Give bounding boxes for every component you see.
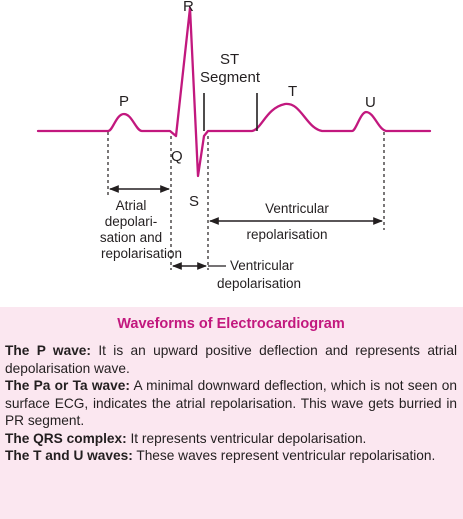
label-s: S [189,193,199,210]
atrial-label-line1: Atrial [116,198,147,213]
p-wave-term: The P wave: [5,343,91,358]
qrs-complex-text: It represents ventricular depolarisation… [126,430,367,446]
label-u: U [365,94,376,111]
atrial-label-line2: depolari- [105,214,158,229]
qrs-complex-term: The QRS complex: [5,430,127,446]
vent-depol-label-line2: depolarisation [217,276,301,291]
label-p: P [119,93,129,110]
qrs-complex-description: The QRS complex: It represents ventricul… [5,430,457,448]
label-st-line2: Segment [200,69,261,86]
ecg-diagram: P R Q S T U ST Segment Atrial depolari- … [36,0,432,291]
panel-title: Waveforms of Electrocardiogram [117,316,345,332]
atrial-label-line4: repolarisation [101,246,182,261]
t-u-waves-text: These waves represent ventricular repola… [132,448,436,463]
p-wave-text: It is an upward positive deflection and … [5,343,457,376]
label-t: T [288,83,297,100]
label-r: R [183,0,194,15]
p-wave-description: The P wave: It is an upward positive def… [5,342,457,377]
pa-ta-wave-description: The Pa or Ta wave: A minimal downward de… [5,377,457,430]
t-u-waves-description: The T and U waves: These waves represent… [5,447,457,465]
label-q: Q [171,148,183,165]
atrial-label-line3: sation and [100,230,162,245]
dashed-guides [107,132,385,270]
vent-repol-label-line1: Ventricular [265,201,329,216]
label-st-line1: ST [220,51,239,68]
vent-depol-label-line1: Ventricular [230,258,294,273]
pa-ta-wave-term: The Pa or Ta wave: [5,378,130,393]
ecg-trace [36,6,432,178]
pa-ta-wave-text: A minimal downward deflection, which is … [5,378,457,428]
vent-repol-label-line2: repolarisation [246,227,327,242]
waveform-description-panel: Waveforms of Electrocardiogram The P wav… [0,307,463,519]
t-u-waves-term: The T and U waves: [5,448,133,463]
